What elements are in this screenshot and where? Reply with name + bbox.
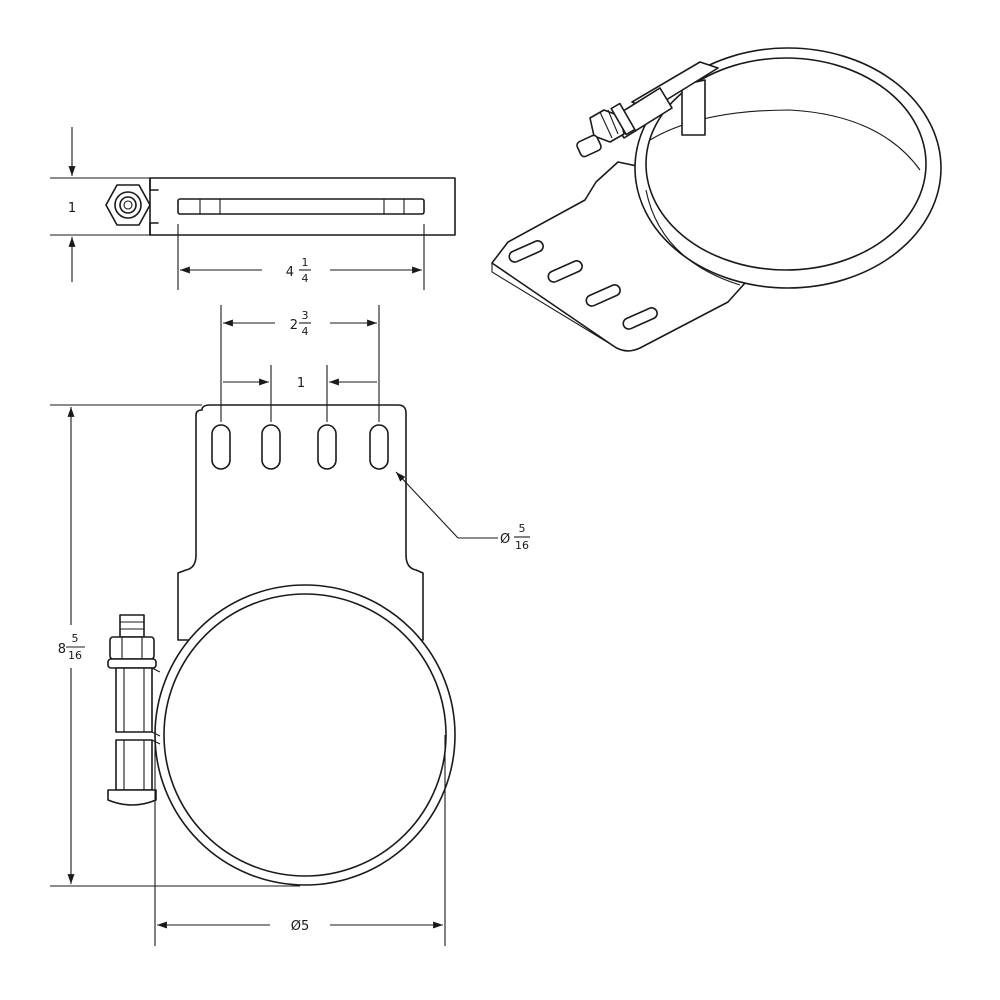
iso-bolt-assembly xyxy=(576,87,673,158)
outer-slot-spacing-dimension: 2 3 4 xyxy=(220,305,380,422)
outer-slot-spacing-num: 3 xyxy=(302,309,309,322)
clamp-diameter-dimension: Ø5 xyxy=(154,735,446,946)
slot-pitch-dimension: 1 xyxy=(223,365,377,422)
slot-diameter-num: 5 xyxy=(519,522,526,535)
hex-nut-end-view xyxy=(105,184,151,226)
isometric-view xyxy=(491,47,942,352)
bolt-washer xyxy=(107,658,157,669)
strap-edge-outline xyxy=(149,177,456,236)
clamp-band xyxy=(154,584,456,886)
top-view: 1 4 1 4 xyxy=(50,127,456,290)
thickness-label: 1 xyxy=(68,201,76,216)
slot-bar xyxy=(177,198,425,215)
overall-height-num: 5 xyxy=(72,632,79,645)
slot-pitch-label: 1 xyxy=(297,376,305,391)
bolt-lower-block xyxy=(115,739,153,791)
outer-slot-spacing-den: 4 xyxy=(302,325,309,338)
iso-clamp-band xyxy=(634,47,942,289)
iso-slots xyxy=(508,240,658,330)
overall-height-den: 16 xyxy=(68,649,82,662)
thickness-dimension: 1 xyxy=(50,127,150,282)
slot-span-dimension: 4 1 4 xyxy=(177,224,425,290)
slot-3 xyxy=(317,424,337,470)
slot-2 xyxy=(261,424,281,470)
slot-span-whole: 4 xyxy=(286,265,294,280)
slot-4 xyxy=(369,424,389,470)
overall-height-dimension: 8 5 16 xyxy=(50,404,300,887)
slot-diameter-symbol: Ø xyxy=(500,532,510,547)
bolt-upper-block xyxy=(115,667,153,733)
slot-span-num: 1 xyxy=(302,256,309,269)
slot-1 xyxy=(211,424,231,470)
overall-height-whole: 8 xyxy=(58,642,66,657)
outer-slot-spacing-whole: 2 xyxy=(290,318,298,333)
bolt-assembly xyxy=(107,614,161,806)
bolt-head xyxy=(107,789,157,806)
mounting-plate xyxy=(177,404,424,641)
slot-span-den: 4 xyxy=(302,272,309,285)
clamp-diameter-label: Ø5 xyxy=(291,919,310,934)
bolt-threaded-end xyxy=(119,614,145,638)
front-view: 2 3 4 1 Ø 5 16 8 5 xyxy=(50,305,530,946)
slot-diameter-den: 16 xyxy=(515,539,529,552)
slot-diameter-callout: Ø 5 16 xyxy=(395,471,530,552)
mounting-slots xyxy=(211,424,389,470)
bolt-nut xyxy=(109,636,155,660)
